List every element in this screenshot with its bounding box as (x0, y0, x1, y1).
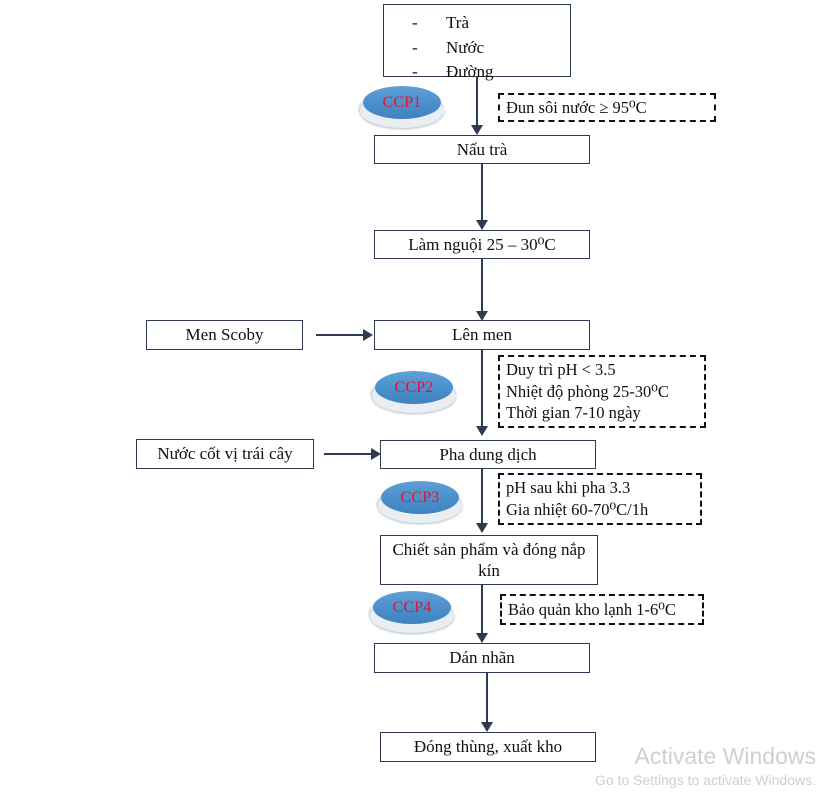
ingredient-item: - Đường (384, 60, 570, 85)
connector-menscoby-to-lenmen (316, 334, 364, 336)
arrowhead-nuoccot-to-phadungdich (371, 448, 381, 460)
note-line: Bảo quản kho lạnh 1-6⁰C (508, 599, 676, 619)
step-dan-nhan: Dán nhãn (374, 643, 590, 673)
ingredient-item: - Trà (384, 11, 570, 36)
bullet-dash: - (412, 62, 418, 82)
ccp4-label: CCP4 (392, 598, 432, 616)
connector-lamnguoi-to-lenmen (481, 259, 483, 311)
watermark-subtitle: Go to Settings to activate Windows. (595, 772, 816, 789)
ingredient-label: Đường (446, 62, 494, 82)
ingredient-item: - Nước (384, 36, 570, 61)
note-line: Nhiệt độ phòng 25-30⁰C (506, 381, 669, 401)
ccp3-label: CCP3 (400, 488, 440, 506)
step-label: Làm nguội 25 – 30⁰C (408, 234, 556, 254)
step-label: Chiết sản phẩm và đóng nắp kín (392, 539, 586, 580)
note-ccp3: pH sau khi pha 3.3 Gia nhiệt 60-70⁰C/1h (498, 473, 702, 525)
connector-dannhan-to-dongthung (486, 673, 488, 722)
step-nau-tra: Nấu trà (374, 135, 590, 164)
note-line: Gia nhiệt 60-70⁰C/1h (506, 500, 649, 519)
input-label: Men Scoby (185, 325, 264, 345)
ccp-ellipse: CCP4 (373, 591, 451, 624)
step-label: Nấu trà (456, 139, 508, 159)
connector-chiet-to-dannhan (481, 585, 483, 633)
arrowhead-lamnguoi-to-lenmen (476, 311, 488, 321)
ccp-ellipse: CCP2 (375, 371, 453, 404)
note-line: Duy trì pH < 3.5 (506, 359, 616, 379)
bullet-dash: - (412, 13, 418, 32)
ccp-ellipse: CCP3 (381, 481, 459, 514)
bullet-dash: - (412, 37, 418, 57)
ccp4-marker: CCP4 (368, 591, 456, 633)
input-nuoc-cot: Nước cốt vị trái cây (136, 439, 314, 469)
input-men-scoby: Men Scoby (146, 320, 303, 350)
connector-nautra-to-lamnguoi (481, 164, 483, 220)
arrowhead-dannhan-to-dongthung (481, 722, 493, 732)
step-label: Dán nhãn (449, 648, 515, 668)
note-ccp1: Đun sôi nước ≥ 95⁰C (498, 93, 716, 122)
connector-phadungdich-to-chiet (481, 469, 483, 523)
step-len-men: Lên men (374, 320, 590, 350)
note-line: Thời gian 7-10 ngày (506, 403, 641, 423)
note-ccp4: Bảo quản kho lạnh 1-6⁰C (500, 594, 704, 625)
connector-ingredients-to-nautra (476, 77, 478, 125)
note-ccp2: Duy trì pH < 3.5 Nhiệt độ phòng 25-30⁰C … (498, 355, 706, 428)
arrowhead-nautra-to-lamnguoi (476, 220, 488, 230)
arrowhead-chiet-to-dannhan (476, 633, 488, 643)
connector-nuoccot-to-phadungdich (324, 453, 372, 455)
step-dong-thung: Đóng thùng, xuất kho (380, 732, 596, 762)
ingredients-box: - Trà - Nước - Đường (383, 4, 571, 81)
arrowhead-phadungdich-to-chiet (476, 523, 488, 533)
watermark-title: Activate Windows (634, 743, 816, 770)
ingredient-label: Nước (446, 37, 485, 57)
ccp2-label: CCP2 (394, 378, 434, 396)
step-label: Đóng thùng, xuất kho (413, 737, 563, 757)
ccp1-marker: CCP1 (358, 86, 446, 128)
windows-activation-watermark: Activate Windows Go to Settings to activ… (595, 742, 816, 790)
arrowhead-menscoby-to-lenmen (363, 329, 373, 341)
step-label: Lên men (452, 325, 512, 345)
arrowhead-ingredients-to-nautra (471, 125, 483, 135)
connector-lenmen-to-phadungdich (481, 350, 483, 426)
ccp1-label: CCP1 (382, 93, 422, 111)
arrowhead-lenmen-to-phadungdich (476, 426, 488, 436)
ccp2-marker: CCP2 (370, 371, 458, 413)
note-line: Đun sôi nước ≥ 95⁰C (506, 97, 647, 117)
ccp3-marker: CCP3 (376, 481, 464, 523)
note-line: pH sau khi pha 3.3 (506, 478, 631, 498)
input-label: Nước cốt vị trái cây (157, 444, 293, 464)
step-lam-nguoi: Làm nguội 25 – 30⁰C (374, 230, 590, 259)
step-chiet-san-pham: Chiết sản phẩm và đóng nắp kín (380, 535, 598, 585)
step-label: Pha dung dịch (439, 444, 537, 464)
ingredient-label: Trà (446, 13, 469, 32)
step-pha-dung-dich: Pha dung dịch (380, 440, 596, 469)
ccp-ellipse: CCP1 (363, 86, 441, 119)
